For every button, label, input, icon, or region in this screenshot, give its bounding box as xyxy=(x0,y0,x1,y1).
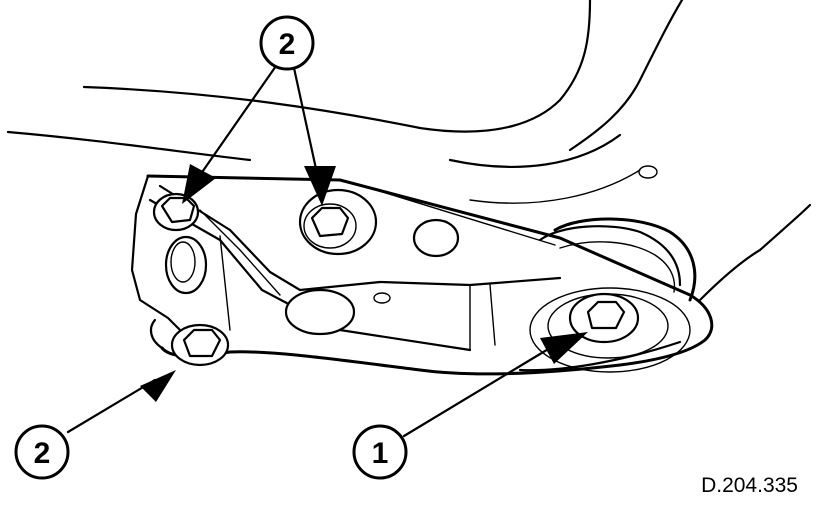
bolt-top-left xyxy=(152,192,200,232)
rear-bushing xyxy=(538,217,697,302)
callout-1-label: 1 xyxy=(372,437,389,470)
arrowhead-rear xyxy=(540,332,588,364)
callout-2-top-label: 2 xyxy=(279,28,296,61)
callout-2-left: 2 xyxy=(14,424,70,480)
bolt-rear-bushing xyxy=(529,287,691,373)
reference-code: D.204.335 xyxy=(701,474,798,497)
arrowhead-lower-left xyxy=(140,370,176,402)
leader-lines xyxy=(66,64,552,438)
bolt-lower-left xyxy=(170,323,230,367)
callout-1: 1 xyxy=(352,424,408,480)
callout-2-left-label: 2 xyxy=(34,437,51,470)
body-panel-outline xyxy=(6,0,812,302)
callout-2-top: 2 xyxy=(259,15,315,71)
arm-holes xyxy=(164,218,460,336)
arrowheads xyxy=(140,164,588,402)
bolt-top-center xyxy=(298,188,378,256)
arrowhead-top-center xyxy=(304,166,336,206)
arrowhead-top-left xyxy=(182,164,216,204)
wishbone-arm xyxy=(130,174,714,376)
